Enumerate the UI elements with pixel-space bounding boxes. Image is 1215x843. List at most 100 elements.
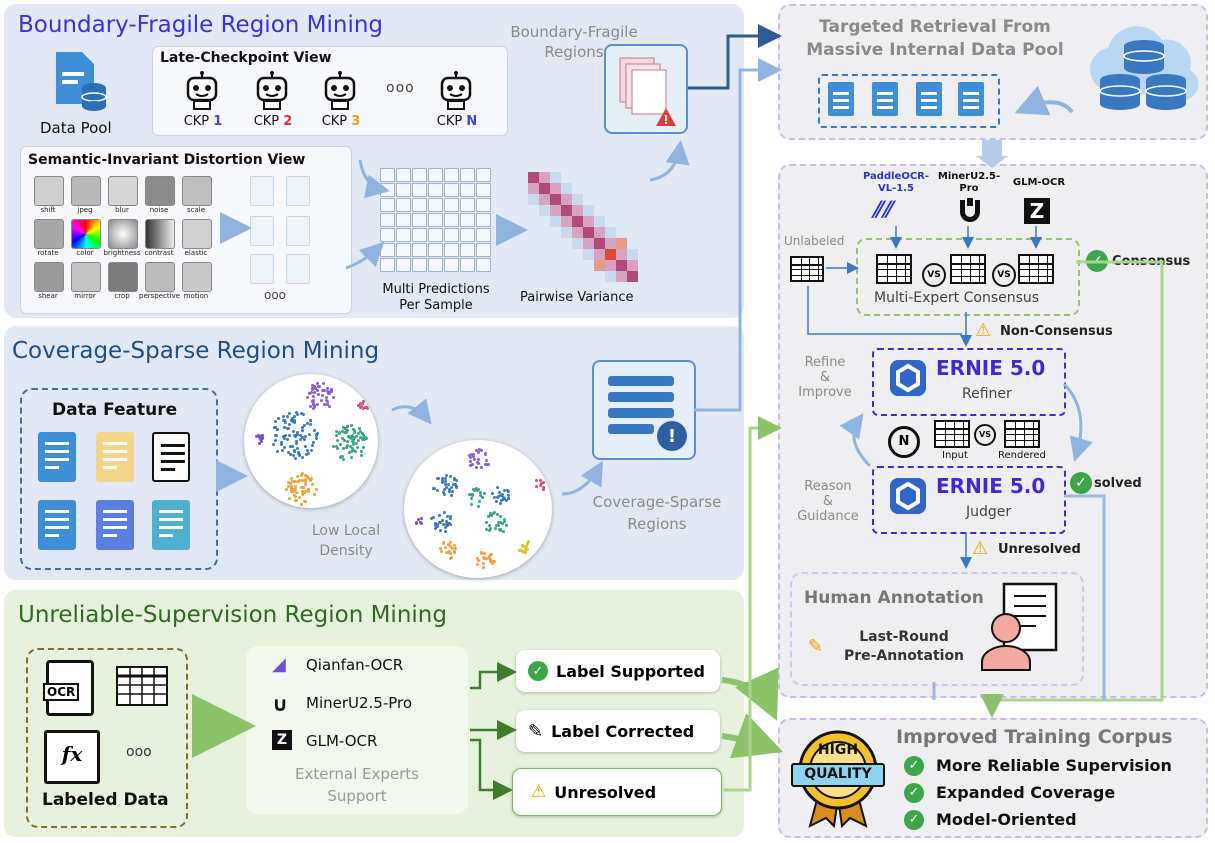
cluster-dot (258, 437, 262, 441)
table-rule (1024, 422, 1025, 446)
variance-cell (594, 172, 605, 183)
cluster-dot (309, 448, 313, 452)
prediction-cell (444, 198, 459, 212)
document-icon (872, 82, 898, 116)
data-pool-label: Data Pool (40, 119, 112, 137)
variance-cell (627, 216, 638, 227)
table-icon (1004, 420, 1040, 448)
cluster-dot (505, 524, 509, 528)
expert-mineru-label: MinerU2.5- Pro (937, 171, 1001, 194)
cluster-dot (273, 419, 277, 423)
cluster-dot (258, 441, 262, 445)
cluster-dot (523, 550, 527, 554)
cluster-dot (312, 493, 316, 497)
cluster-dot (450, 493, 454, 497)
cluster-dot (300, 411, 304, 415)
cluster-dot (494, 500, 498, 504)
cluster-dot (419, 520, 423, 524)
cluster-dot (487, 515, 491, 519)
refiner-name: ERNIE 5.0 (936, 356, 1046, 380)
distortion-thumbnail (34, 176, 64, 206)
table-rule (1047, 256, 1048, 282)
edit-icon: ✎ (528, 720, 544, 742)
cluster-dot (357, 404, 361, 408)
cluster-dot (345, 443, 349, 447)
solved-check-icon: ✓ (1070, 472, 1092, 494)
document-icon (38, 500, 76, 550)
variance-cell (627, 238, 638, 249)
cluster-dot (339, 443, 343, 447)
cluster-dot (496, 520, 500, 524)
document-line (45, 510, 69, 513)
cluster-dot (470, 496, 474, 500)
cluster-dot (475, 465, 479, 469)
cluster-dot (292, 454, 296, 458)
document-line (963, 99, 979, 102)
checkpoint-number: N (466, 114, 478, 129)
prediction-cell (412, 258, 427, 272)
pencil-icon: ✎ (808, 636, 824, 657)
outcome-unresolved: ⚠ Unresolved (512, 768, 722, 816)
cluster-dot (499, 494, 503, 498)
cluster-dot (303, 499, 307, 503)
cluster-dot (356, 446, 360, 450)
distortion-label: shear (38, 292, 58, 300)
cluster-dot (490, 553, 494, 557)
cluster-dot (304, 477, 308, 481)
prediction-cell (460, 168, 475, 182)
prediction-cell (444, 228, 459, 242)
cluster-dot (283, 426, 287, 430)
cluster-dot (444, 486, 448, 490)
checkpoint-label: CKP N (432, 114, 482, 129)
cluster-dot (480, 449, 484, 453)
document-icon (916, 82, 942, 116)
cluster-dot (352, 435, 356, 439)
variance-cell (605, 249, 616, 260)
cluster-dot (454, 484, 458, 488)
document-thumbnail (250, 176, 274, 206)
cluster-dot (361, 402, 365, 406)
cluster-dot (290, 445, 294, 449)
variance-cell (594, 183, 605, 194)
cluster-dot (350, 424, 354, 428)
cluster-dot (534, 485, 538, 489)
cluster-dot (476, 489, 480, 493)
cluster-dot (488, 558, 492, 562)
cluster-dot (454, 478, 458, 482)
cluster-dot (542, 485, 546, 489)
table-rule (792, 275, 822, 277)
table-icon (934, 420, 970, 448)
cluster-dot (494, 524, 498, 528)
cluster-dot (280, 449, 284, 453)
cluster-dot (452, 478, 456, 482)
cluster-dot (501, 522, 505, 526)
document-line (45, 450, 69, 453)
variance-cell (561, 183, 572, 194)
cluster-dot (304, 445, 308, 449)
cluster-dot (288, 482, 292, 486)
cluster-dot (539, 483, 543, 487)
variance-cell (583, 238, 594, 249)
cluster-dot (441, 519, 445, 523)
cluster-dot (363, 435, 367, 439)
cluster-dot (443, 525, 447, 529)
prediction-cell (476, 183, 491, 197)
cluster-dot (480, 551, 484, 555)
cluster-dot (304, 474, 308, 478)
cluster-dot (289, 418, 293, 422)
variance-cell (594, 238, 605, 249)
cluster-dot (497, 524, 501, 528)
cluster-dot (496, 485, 500, 489)
cluster-dot (292, 419, 296, 423)
cluster-dot (474, 448, 478, 452)
cluster-dot (301, 472, 305, 476)
variance-cell (539, 260, 550, 271)
cluster-dot (304, 489, 308, 493)
cluster-dot (485, 528, 489, 532)
cluster-dot (257, 434, 261, 438)
cluster-dot (447, 489, 451, 493)
prediction-cell (460, 183, 475, 197)
cluster-dot (526, 547, 530, 551)
distortion-thumbnail (182, 219, 212, 249)
prediction-cell (460, 213, 475, 227)
